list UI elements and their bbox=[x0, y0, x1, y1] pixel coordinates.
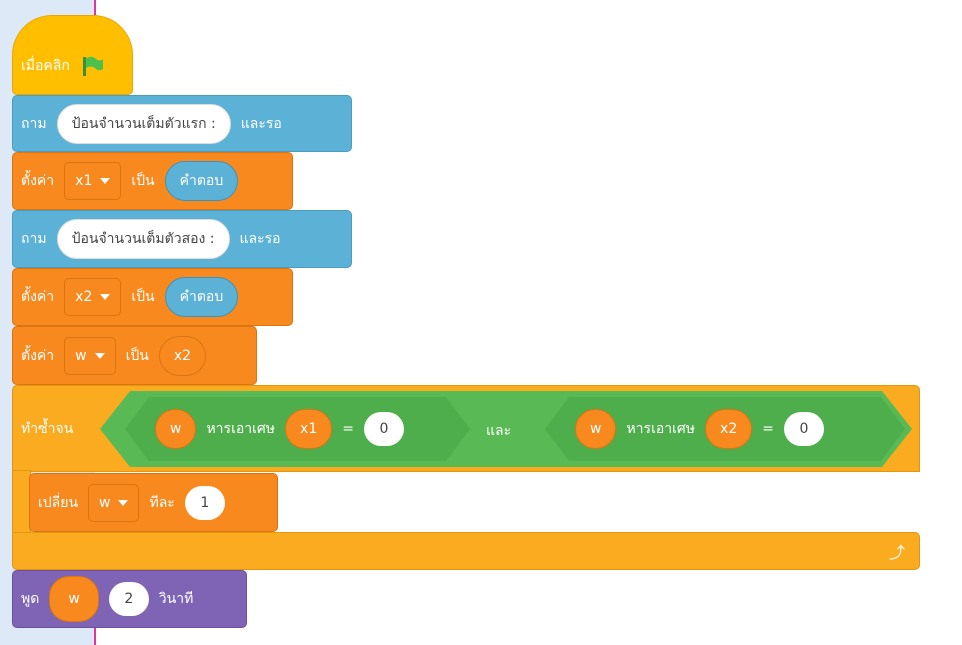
variable-name: w bbox=[75, 347, 87, 364]
to-label: เป็น bbox=[131, 173, 155, 189]
equals-label: = bbox=[342, 421, 354, 437]
equals-condition-1[interactable]: w หารเอาเศษ x1 = 0 bbox=[125, 397, 470, 461]
answer-reporter[interactable]: คำตอบ bbox=[164, 277, 239, 317]
equals-label: = bbox=[762, 421, 774, 437]
when-flag-clicked-block[interactable]: เมื่อคลิก bbox=[12, 15, 133, 95]
equals-condition-2[interactable]: w หารเอาเศษ x2 = 0 bbox=[545, 397, 905, 461]
number-input[interactable]: 0 bbox=[784, 412, 824, 446]
seconds-input[interactable]: 2 bbox=[108, 582, 149, 616]
ask-block-2[interactable]: ถาม ป้อนจำนวนเต็มตัวสอง : และรอ bbox=[12, 210, 352, 268]
variable-name: x1 bbox=[75, 173, 93, 189]
and-label: และ bbox=[486, 423, 512, 439]
variable-dropdown[interactable]: w bbox=[64, 336, 116, 375]
to-label: เป็น bbox=[131, 289, 155, 305]
ask-label: ถาม bbox=[21, 115, 47, 132]
divider-line bbox=[94, 620, 96, 645]
change-label: เปลี่ยน bbox=[38, 494, 79, 511]
hat-label: เมื่อคลิก bbox=[21, 58, 70, 74]
say-for-secs-block[interactable]: พูด w 2 วินาที bbox=[12, 570, 247, 628]
dropdown-caret-icon bbox=[94, 352, 105, 359]
variable-dropdown[interactable]: x1 bbox=[64, 162, 122, 200]
green-flag-icon bbox=[82, 56, 103, 76]
set-label: ตั้งค่า bbox=[21, 347, 55, 364]
set-w-block[interactable]: ตั้งค่า w เป็น x2 bbox=[12, 326, 257, 385]
dropdown-caret-icon bbox=[118, 499, 129, 506]
dropdown-caret-icon bbox=[100, 294, 111, 300]
question-input[interactable]: ป้อนจำนวนเต็มตัวแรก : bbox=[56, 103, 231, 144]
mod-label: หารเอาเศษ bbox=[626, 421, 696, 437]
variable-dropdown[interactable]: x2 bbox=[64, 278, 122, 316]
set-x2-block[interactable]: ตั้งค่า x2 เป็น คำตอบ bbox=[12, 268, 293, 326]
say-label: พูด bbox=[21, 591, 40, 607]
set-label: ตั้งค่า bbox=[21, 289, 55, 305]
variable-name: x2 bbox=[75, 289, 93, 305]
w-reporter[interactable]: w bbox=[49, 576, 99, 622]
x2-reporter[interactable]: x2 bbox=[158, 335, 207, 376]
by-label: ทีละ bbox=[149, 494, 175, 511]
x1-reporter[interactable]: x1 bbox=[285, 409, 332, 449]
loop-arrow-icon: ⤴ bbox=[888, 543, 905, 562]
variable-dropdown[interactable]: w bbox=[88, 483, 140, 522]
wait-label: และรอ bbox=[240, 115, 282, 132]
change-w-block[interactable]: เปลี่ยน w ทีละ 1 bbox=[29, 473, 278, 532]
set-x1-block[interactable]: ตั้งค่า x1 เป็น คำตอบ bbox=[12, 152, 293, 210]
answer-reporter[interactable]: คำตอบ bbox=[164, 161, 239, 201]
seconds-label: วินาที bbox=[158, 591, 194, 607]
question-input[interactable]: ป้อนจำนวนเต็มตัวสอง : bbox=[56, 219, 230, 259]
ask-block-1[interactable]: ถาม ป้อนจำนวนเต็มตัวแรก : และรอ bbox=[12, 95, 352, 152]
wait-label: และรอ bbox=[239, 231, 281, 247]
dropdown-caret-icon bbox=[100, 178, 111, 184]
to-label: เป็น bbox=[125, 347, 149, 364]
number-input[interactable]: 0 bbox=[364, 412, 404, 446]
repeat-bottom-arm: ⤴ bbox=[12, 532, 920, 570]
repeat-until-label: ทำซ้ำจน bbox=[21, 420, 74, 437]
number-input[interactable]: 1 bbox=[184, 485, 225, 520]
w-reporter[interactable]: w bbox=[575, 409, 616, 449]
mod-label: หารเอาเศษ bbox=[206, 421, 276, 437]
variable-name: w bbox=[99, 494, 111, 511]
x2-reporter[interactable]: x2 bbox=[705, 409, 752, 449]
ask-label: ถาม bbox=[21, 231, 47, 247]
w-reporter[interactable]: w bbox=[155, 409, 196, 449]
set-label: ตั้งค่า bbox=[21, 173, 55, 189]
